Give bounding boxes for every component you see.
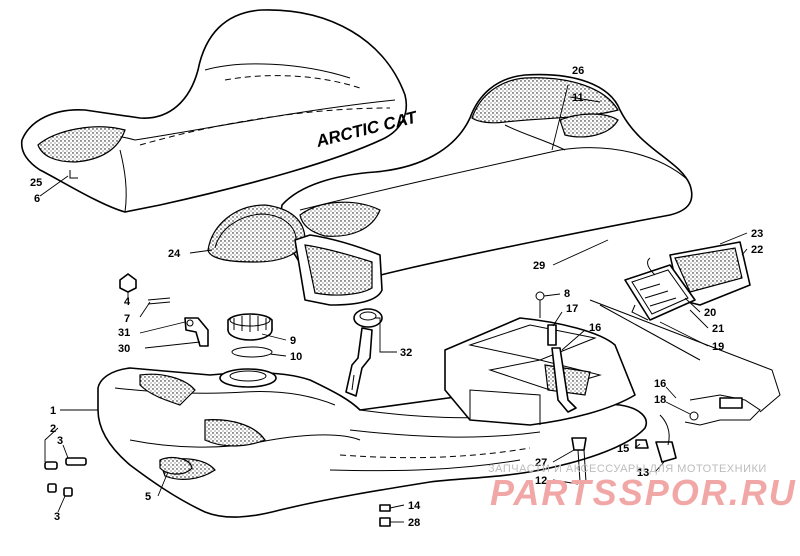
console-box (444, 317, 636, 426)
callout-12: 12 (535, 475, 547, 487)
callout-5: 5 (145, 491, 151, 503)
hardware-parts (44, 170, 677, 527)
callout-27: 27 (535, 457, 547, 469)
callout-24: 24 (168, 248, 181, 260)
callout-6: 6 (34, 193, 40, 205)
site-watermark: ЗАПЧАСТИ И АКСЕССУАРЫ ДЛЯ МОТОТЕХНИКИ PA… (488, 463, 797, 513)
watermark-subtitle: ЗАПЧАСТИ И АКСЕССУАРЫ ДЛЯ МОТОТЕХНИКИ (488, 463, 767, 475)
callout-10: 10 (290, 351, 302, 363)
tether-cable (589, 299, 781, 426)
callout-26: 26 (572, 65, 584, 77)
callout-7: 7 (124, 313, 130, 325)
callout-18: 18 (654, 394, 666, 406)
callout-22: 22 (751, 244, 763, 256)
taillight-assembly (624, 241, 751, 321)
side-panel (207, 204, 306, 263)
callout-16: 16 (589, 322, 601, 334)
fuel-sender (345, 308, 383, 397)
callout-13: 13 (637, 467, 649, 479)
callout-23: 23 (751, 228, 763, 240)
callout-20: 20 (704, 307, 716, 319)
watermark-logo: PARTSSPOR.RU (490, 472, 797, 513)
callout-15: 15 (617, 443, 629, 455)
front-seat: ARCTIC CAT (20, 9, 420, 213)
callout-31: 31 (118, 327, 130, 339)
callout-labels: 1 2 3 3 4 5 6 7 8 9 10 11 12 13 14 15 16… (30, 65, 763, 529)
callout-8: 8 (564, 288, 570, 300)
callout-3: 3 (57, 435, 63, 447)
callout-11: 11 (572, 92, 584, 104)
callout-3b: 3 (54, 511, 60, 523)
leader-lines (39, 84, 748, 523)
callout-1: 1 (50, 405, 56, 417)
callout-4: 4 (124, 296, 131, 308)
callout-32: 32 (400, 347, 412, 359)
callout-17: 17 (566, 303, 578, 315)
callout-21: 21 (712, 323, 724, 335)
cap-gasket (231, 346, 273, 358)
callout-28: 28 (408, 517, 420, 529)
callout-9: 9 (290, 335, 296, 347)
callout-2: 2 (50, 423, 56, 435)
callout-19: 19 (712, 341, 724, 353)
callout-29: 29 (533, 260, 545, 272)
fuel-cap (227, 313, 273, 341)
callout-30: 30 (118, 343, 130, 355)
callout-25: 25 (30, 177, 42, 189)
storage-bin (294, 234, 383, 306)
callout-14: 14 (408, 500, 421, 512)
callout-16b: 16 (654, 378, 666, 390)
